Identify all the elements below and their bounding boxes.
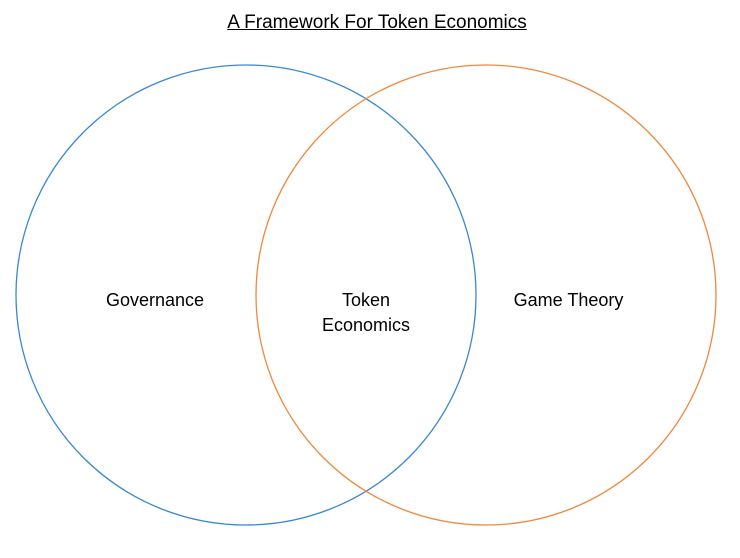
diagram-title: A Framework For Token Economics	[227, 12, 527, 33]
governance-circle	[15, 64, 477, 526]
game-theory-circle	[255, 64, 717, 526]
intersection-line-1: Token	[341, 290, 391, 310]
intersection-label: Token Economics	[306, 288, 426, 338]
governance-label: Governance	[105, 290, 205, 310]
game-theory-label: Game Theory	[513, 290, 624, 310]
intersection-line-2: Economics	[321, 315, 411, 335]
